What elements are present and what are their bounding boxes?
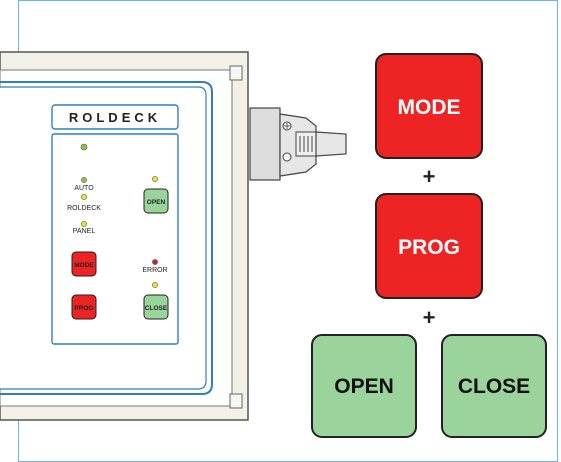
panel-face [51,133,179,345]
panel-prog-button[interactable]: PROG [71,294,97,320]
roldeck-led-label: ROLDECK [67,205,101,212]
panel-mode-button[interactable]: MODE [71,251,97,277]
auto-led [81,177,87,183]
big-prog-label: PROG [398,236,460,259]
close-led [152,282,158,288]
open-led [152,176,158,182]
cabinet-screw-top [229,65,243,81]
big-mode-key[interactable]: MODE [375,53,483,159]
brand-label-box [51,104,179,130]
big-prog-key[interactable]: PROG [375,193,483,299]
big-open-key[interactable]: OPEN [311,334,417,438]
d-sub-connector [249,107,347,181]
cabinet-screw-bottom [229,393,243,409]
brand-label: ROLDECK [69,110,161,125]
plus-sign-2: + [423,305,436,330]
roldeck-led [81,194,87,200]
big-close-key[interactable]: CLOSE [441,334,547,438]
connector-screw-bottom [282,152,292,162]
cable [315,131,347,157]
panel-close-button[interactable]: CLOSE [143,294,169,320]
panel-open-label: OPEN [147,199,166,206]
auto-label: AUTO [74,185,94,192]
panel-led-label: PANEL [73,228,96,235]
panel-close-label: CLOSE [145,305,168,312]
error-led [152,259,158,265]
big-mode-label: MODE [398,96,461,119]
panel-prog-label: PROG [74,305,93,312]
big-close-label: CLOSE [458,375,530,398]
big-open-label: OPEN [334,375,394,398]
error-label: ERROR [142,267,167,274]
power-led [80,143,88,151]
panel-mode-label: MODE [74,262,94,269]
control-panel: ROLDECK AUTO ROLDECK PANEL ERROR OPEN MO… [0,81,213,395]
panel-led [81,221,87,227]
panel-open-button[interactable]: OPEN [143,188,169,214]
plus-sign-1: + [423,164,436,189]
